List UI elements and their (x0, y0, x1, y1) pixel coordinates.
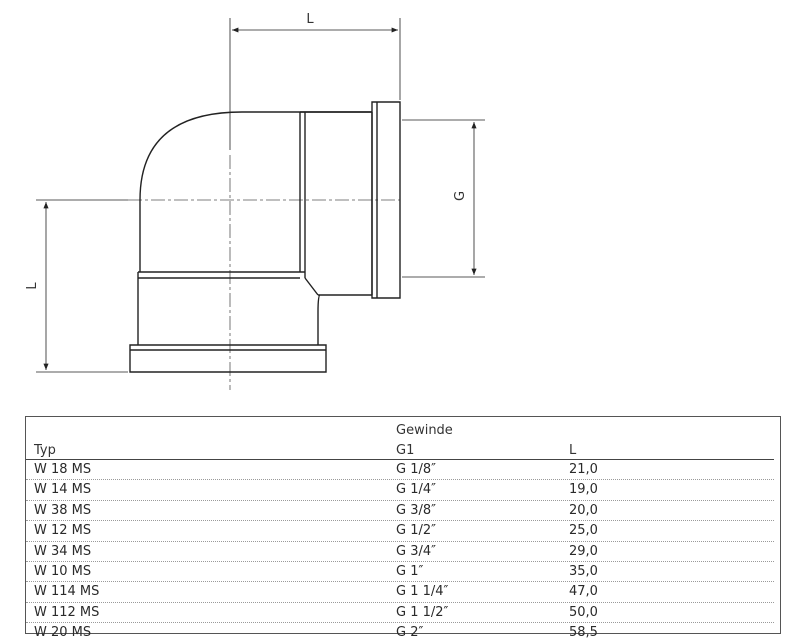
table-row: W 18 MS G 1/8″ 21,0 (26, 460, 774, 481)
cell-typ: W 34 MS (34, 543, 92, 559)
dimension-top-l (229, 18, 401, 150)
table-row: W 12 MS G 1/2″ 25,0 (26, 521, 774, 542)
header-gewinde: Gewinde (396, 423, 453, 438)
cell-typ: W 20 MS (34, 625, 92, 641)
cell-thread: G 1/8″ (396, 462, 436, 477)
table-row: W 14 MS G 1/4″ 19,0 (26, 480, 774, 501)
cell-thread: G 1/2″ (396, 523, 436, 539)
header-divider (26, 459, 774, 460)
cell-length: 50,0 (569, 604, 598, 620)
dimension-label-left: L (25, 282, 40, 290)
cell-length: 19,0 (569, 482, 598, 498)
table-row: W 34 MS G 3/4″ 29,0 (26, 542, 774, 562)
cell-thread: G 1/4″ (396, 482, 436, 498)
cell-length: 20,0 (569, 502, 598, 518)
dimension-label-right: G (453, 191, 468, 201)
table-rows: W 18 MS G 1/8″ 21,0 W 14 MS G 1/4″ 19,0 … (26, 460, 774, 643)
cell-length: 29,0 (569, 543, 598, 559)
cell-thread: G 1″ (396, 563, 424, 579)
cell-typ: W 10 MS (34, 563, 92, 579)
cell-typ: W 112 MS (34, 604, 100, 620)
table-row: W 114 MS G 1 1/4″ 47,0 (26, 582, 774, 603)
table-row: W 20 MS G 2″ 58,5 (26, 623, 774, 642)
elbow-fitting-drawing: L G L (25, 12, 485, 390)
cell-thread: G 3/4″ (396, 543, 436, 559)
elbow-fitting (129, 101, 401, 373)
cell-thread: G 3/8″ (396, 502, 436, 518)
cell-length: 35,0 (569, 563, 598, 579)
cell-length: 47,0 (569, 584, 598, 600)
table-row: W 10 MS G 1″ 35,0 (26, 562, 774, 583)
cell-thread: G 2″ (396, 625, 424, 641)
cell-typ: W 114 MS (34, 584, 100, 600)
cell-typ: W 38 MS (34, 502, 92, 518)
cell-thread: G 1 1/4″ (396, 584, 449, 600)
dimension-right-g (402, 119, 485, 278)
cell-typ: W 12 MS (34, 523, 92, 539)
cell-length: 25,0 (569, 523, 598, 539)
header-thread: G1 (396, 443, 415, 458)
cell-typ: W 14 MS (34, 482, 92, 498)
cell-length: 58,5 (569, 625, 598, 641)
cell-length: 21,0 (569, 462, 598, 477)
header-length: L (569, 443, 577, 458)
dimension-label-top: L (306, 12, 314, 27)
cell-typ: W 18 MS (34, 462, 92, 477)
header-typ: Typ (34, 443, 56, 458)
table-row: W 38 MS G 3/8″ 20,0 (26, 501, 774, 522)
spec-table: Gewinde Typ G1 L W 18 MS G 1/8″ 21,0 W 1… (25, 416, 781, 640)
table-row: W 112 MS G 1 1/2″ 50,0 (26, 603, 774, 624)
dimension-left-l (36, 199, 128, 373)
cell-thread: G 1 1/2″ (396, 604, 449, 620)
